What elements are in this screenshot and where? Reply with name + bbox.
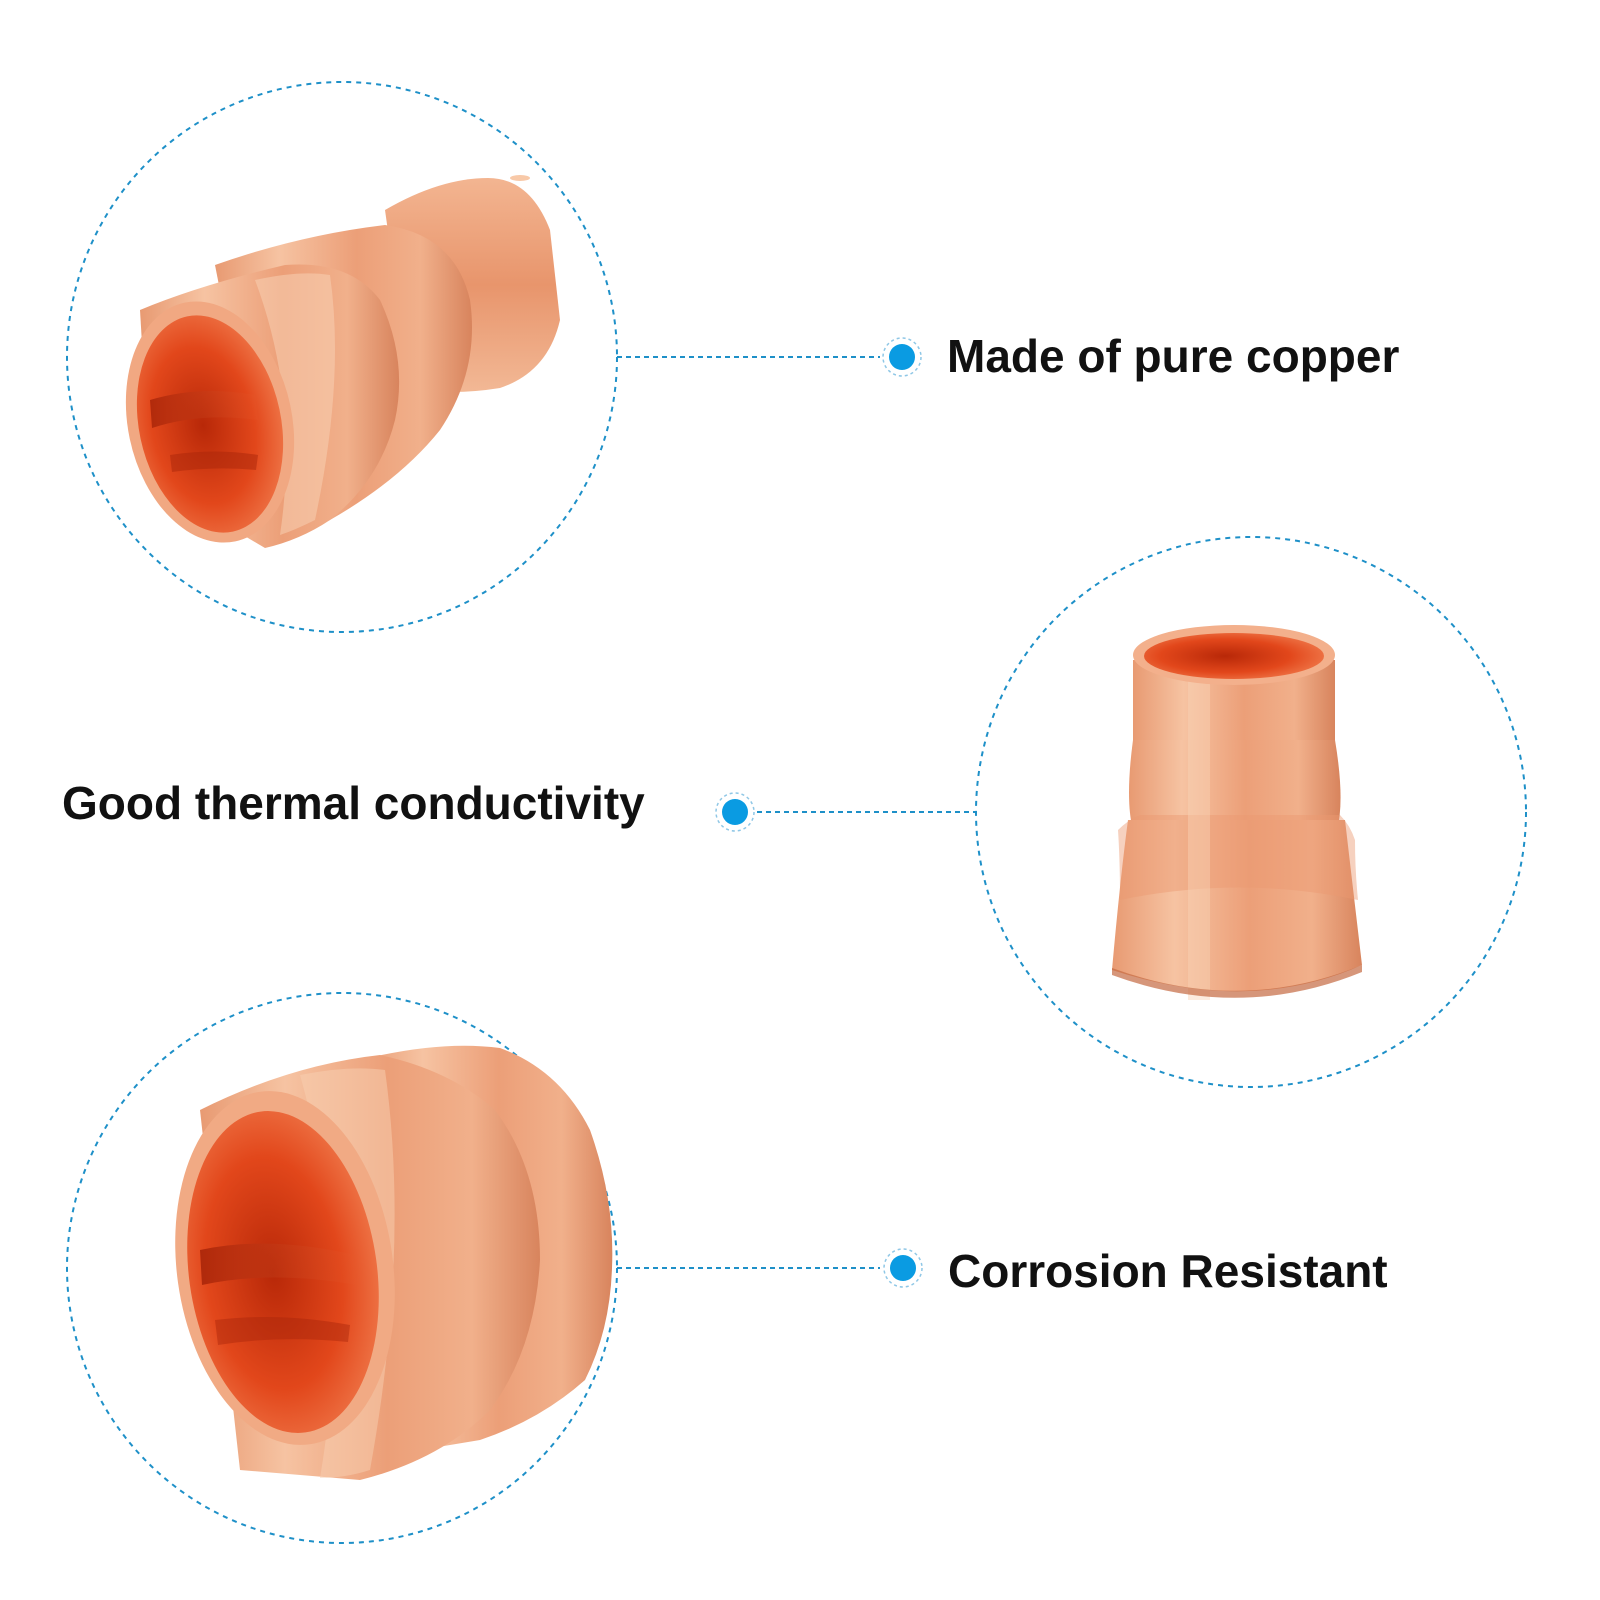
bullet-dot-2 bbox=[715, 792, 755, 832]
bullet-dot-3 bbox=[883, 1248, 923, 1288]
feature-label-corrosion-resistant: Corrosion Resistant bbox=[948, 1245, 1388, 1297]
feature-label-thermal-conductivity: Good thermal conductivity bbox=[62, 777, 645, 829]
product-circle-1 bbox=[66, 81, 618, 633]
feature-label-pure-copper: Made of pure copper bbox=[947, 330, 1400, 382]
product-circle-3 bbox=[66, 992, 618, 1544]
copper-reducer-image-3 bbox=[175, 1045, 613, 1480]
copper-reducer-image-1 bbox=[125, 175, 560, 548]
bullet-dot-1 bbox=[882, 337, 922, 377]
product-circle-2 bbox=[975, 536, 1527, 1088]
copper-reducer-image-2 bbox=[1112, 625, 1362, 1000]
